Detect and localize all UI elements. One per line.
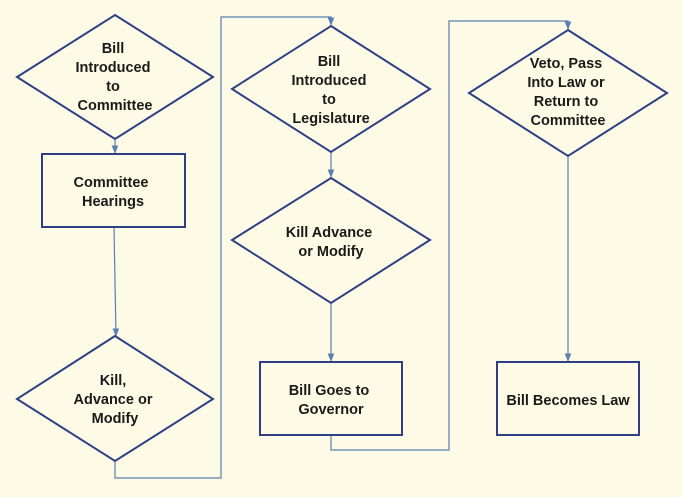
node-label-line: Bill — [318, 54, 341, 70]
node-label-line: Hearings — [82, 194, 144, 210]
node-bill-introduced-to-committee[interactable]: Bill Introduced to Committee — [15, 13, 215, 141]
node-label-line: Advance or — [73, 392, 152, 408]
node-committee-hearings[interactable]: Committee Hearings — [41, 153, 186, 228]
node-label-line: Bill Goes to — [289, 383, 370, 399]
node-label-line: Kill, — [100, 373, 127, 389]
node-label-line: Bill Becomes Law — [506, 393, 630, 409]
node-label-line: Legislature — [292, 111, 369, 127]
svg-text:Kill Advance or Modify: Kill Advance or Modify — [286, 225, 377, 260]
svg-text:Bill Goes to Governor: Bill Goes to Governor — [289, 383, 374, 418]
node-label-line: or Modify — [298, 244, 363, 260]
connector-n3-n4 — [114, 16, 335, 479]
node-label-line: Bill — [102, 41, 125, 57]
node-label-line: Into Law or — [527, 75, 605, 91]
connector-n2-n3 — [112, 226, 120, 337]
svg-text:Kill, Advance or M: Kill, Advance or Modify — [73, 373, 156, 427]
connector-n6-n7 — [330, 20, 572, 451]
node-label-line: Introduced — [292, 73, 367, 89]
node-kill-advance-or-modify-legislature[interactable]: Kill Advance or Modify — [230, 176, 432, 305]
node-label-line: Committee — [531, 113, 606, 129]
node-label-line: to — [106, 79, 120, 95]
svg-text:Bill Becomes Law: Bill Becomes Law — [506, 393, 630, 409]
node-label-line: Return to — [534, 94, 599, 110]
node-label-line: Committee — [74, 175, 149, 191]
node-label-line: Committee — [78, 98, 153, 114]
node-bill-goes-to-governor[interactable]: Bill Goes to Governor — [259, 361, 403, 436]
node-label-line: Veto, Pass — [530, 56, 603, 72]
node-label-line: Kill Advance — [286, 225, 373, 241]
node-bill-becomes-law[interactable]: Bill Becomes Law — [496, 361, 640, 436]
node-label-line: Governor — [298, 402, 364, 418]
node-veto-pass-or-return[interactable]: Veto, Pass Into Law or Return to Committ… — [467, 28, 669, 158]
svg-text:Bill Introduced to: Bill Introduced to Committee — [76, 41, 155, 114]
node-label-line: Introduced — [76, 60, 151, 76]
svg-text:Committee Hearings: Committee Hearings — [74, 175, 153, 210]
node-label-line: to — [322, 92, 336, 108]
svg-text:Bill Introduced to: Bill Introduced to Legislature — [292, 54, 371, 127]
node-kill-advance-or-modify[interactable]: Kill, Advance or Modify — [15, 334, 215, 463]
node-bill-introduced-to-legislature[interactable]: Bill Introduced to Legislature — [230, 24, 432, 154]
svg-text:Veto, Pass Into Law or: Veto, Pass Into Law or Return to Committ… — [527, 56, 608, 129]
node-label-line: Modify — [92, 411, 139, 427]
